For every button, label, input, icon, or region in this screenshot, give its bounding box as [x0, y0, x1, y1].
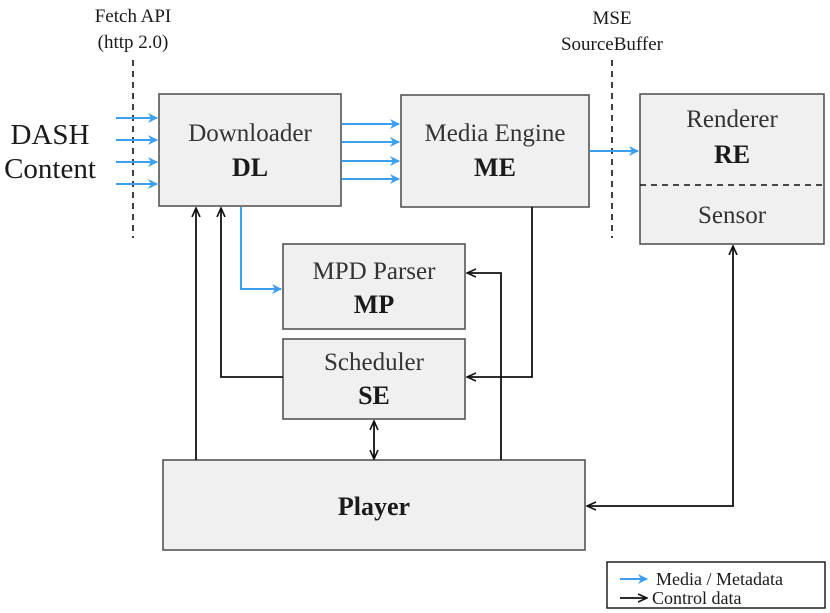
scheduler-block: Scheduler SE	[282, 338, 466, 420]
mpd-parser-abbr: MP	[354, 290, 395, 319]
downloader-abbr: DL	[232, 153, 268, 182]
scheduler-abbr: SE	[358, 381, 390, 410]
dash-input-arrows	[116, 113, 158, 189]
mse-sourcebuffer-label: SourceBuffer	[561, 34, 664, 55]
legend-control-label: Control data	[652, 588, 741, 608]
fetch-api-label: Fetch API	[95, 6, 172, 27]
legend: Media / Metadata Control data	[606, 561, 826, 609]
dash-content-title: DASH	[11, 119, 90, 151]
sensor-name: Sensor	[698, 202, 767, 229]
player-name: Player	[338, 492, 410, 521]
mpd-parser-block: MPD Parser MP	[282, 243, 466, 330]
mpd-parser-name: MPD Parser	[313, 258, 437, 285]
se-to-dl-arrow	[221, 208, 283, 378]
dl-to-mpd-arrow	[240, 207, 282, 294]
legend-media-label: Media / Metadata	[656, 569, 783, 589]
downloader-name: Downloader	[188, 120, 312, 147]
player-to-mpd-arrow	[467, 273, 502, 460]
renderer-abbr: RE	[714, 140, 750, 169]
mse-label: MSE	[592, 8, 631, 29]
renderer-name: Renderer	[686, 106, 778, 133]
downloader-block: Downloader DL	[158, 93, 342, 207]
media-engine-name: Media Engine	[425, 120, 566, 147]
renderer-block: Renderer RE Sensor	[639, 93, 825, 245]
fetch-api-version-label: (http 2.0)	[98, 32, 169, 53]
me-to-se-arrow	[467, 207, 533, 377]
dash-content-subtitle: Content	[4, 153, 96, 185]
media-engine-block: Media Engine ME	[400, 94, 590, 208]
dl-to-me-arrows	[342, 119, 400, 184]
player-sensor-bidirectional-arrow	[587, 246, 733, 506]
player-block: Player	[162, 459, 586, 551]
media-engine-abbr: ME	[474, 153, 516, 182]
scheduler-name: Scheduler	[324, 349, 425, 376]
